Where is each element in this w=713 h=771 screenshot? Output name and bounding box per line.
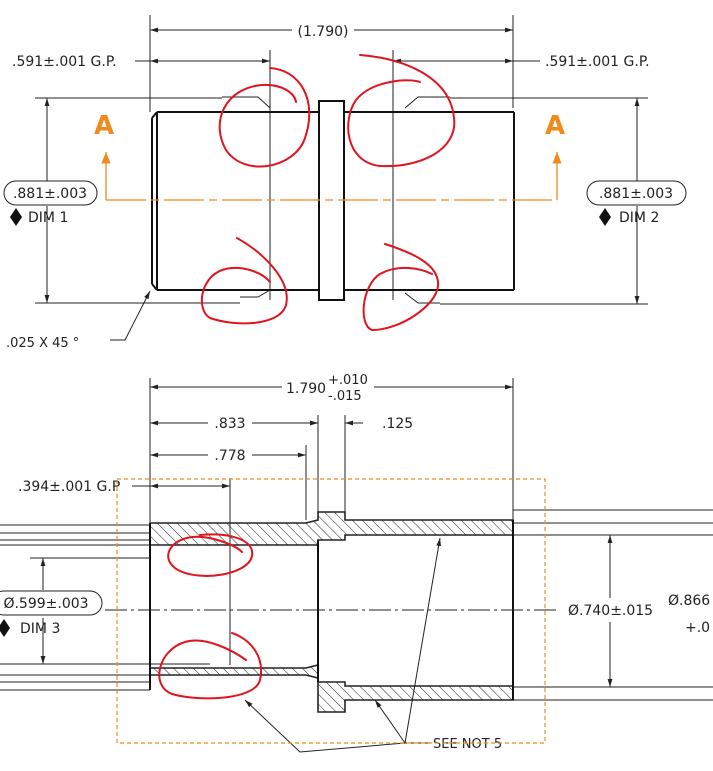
bottom-wall-section xyxy=(149,663,514,713)
red-markup-section xyxy=(158,533,263,700)
dimension-125: .125 xyxy=(382,416,413,432)
right-gp-dimension: .591±.001 G.P. xyxy=(545,54,650,70)
right-diameter-dimension: .881±.003 xyxy=(599,186,673,202)
top-wall-section xyxy=(149,511,514,546)
section-boundary xyxy=(116,478,546,744)
section-view: 1.790 +.010 -.015 .833 .125 .778 .394±.0… xyxy=(0,372,713,753)
chamfer-note: .025 X 45 ° xyxy=(6,336,79,351)
top-view: (1.790) .591±.001 G.P. .591±.001 G.P. xyxy=(3,15,687,351)
dim2-tag: DIM 2 xyxy=(619,210,659,226)
dim2-diamond-icon xyxy=(599,208,611,226)
dimension-833: .833 xyxy=(214,416,245,432)
section-line-a-a: A A xyxy=(94,111,565,201)
dimension-778: .778 xyxy=(214,448,245,464)
dim3-diamond-icon xyxy=(0,619,10,637)
gp-dimension: .394±.001 G.P xyxy=(18,479,120,495)
dim1-tag: DIM 1 xyxy=(28,210,68,226)
left-diameter-dimension: .881±.003 xyxy=(13,186,87,202)
section-label-left: A xyxy=(94,111,114,141)
section-label-right: A xyxy=(545,111,565,141)
outer-diameter-dimension: Ø.866 xyxy=(668,593,710,609)
overall-dimension-label: (1.790) xyxy=(297,24,348,40)
overall-dimension-base: 1.790 xyxy=(286,381,326,397)
overall-tolerance-minus: -.015 xyxy=(328,389,362,404)
bore-diameter-dimension: Ø.599±.003 xyxy=(3,596,88,612)
right-bore-diameter-dimension: Ø.740±.015 xyxy=(568,603,653,619)
overall-tolerance-plus: +.010 xyxy=(328,373,368,388)
dim3-tag: DIM 3 xyxy=(20,621,60,637)
red-markup-top xyxy=(201,54,456,332)
see-note-label: SEE NOT 5 xyxy=(433,737,502,752)
outer-diameter-tolerance: +.0 xyxy=(685,620,710,636)
dim1-diamond-icon xyxy=(10,208,22,226)
left-gp-dimension: .591±.001 G.P. xyxy=(12,54,117,70)
